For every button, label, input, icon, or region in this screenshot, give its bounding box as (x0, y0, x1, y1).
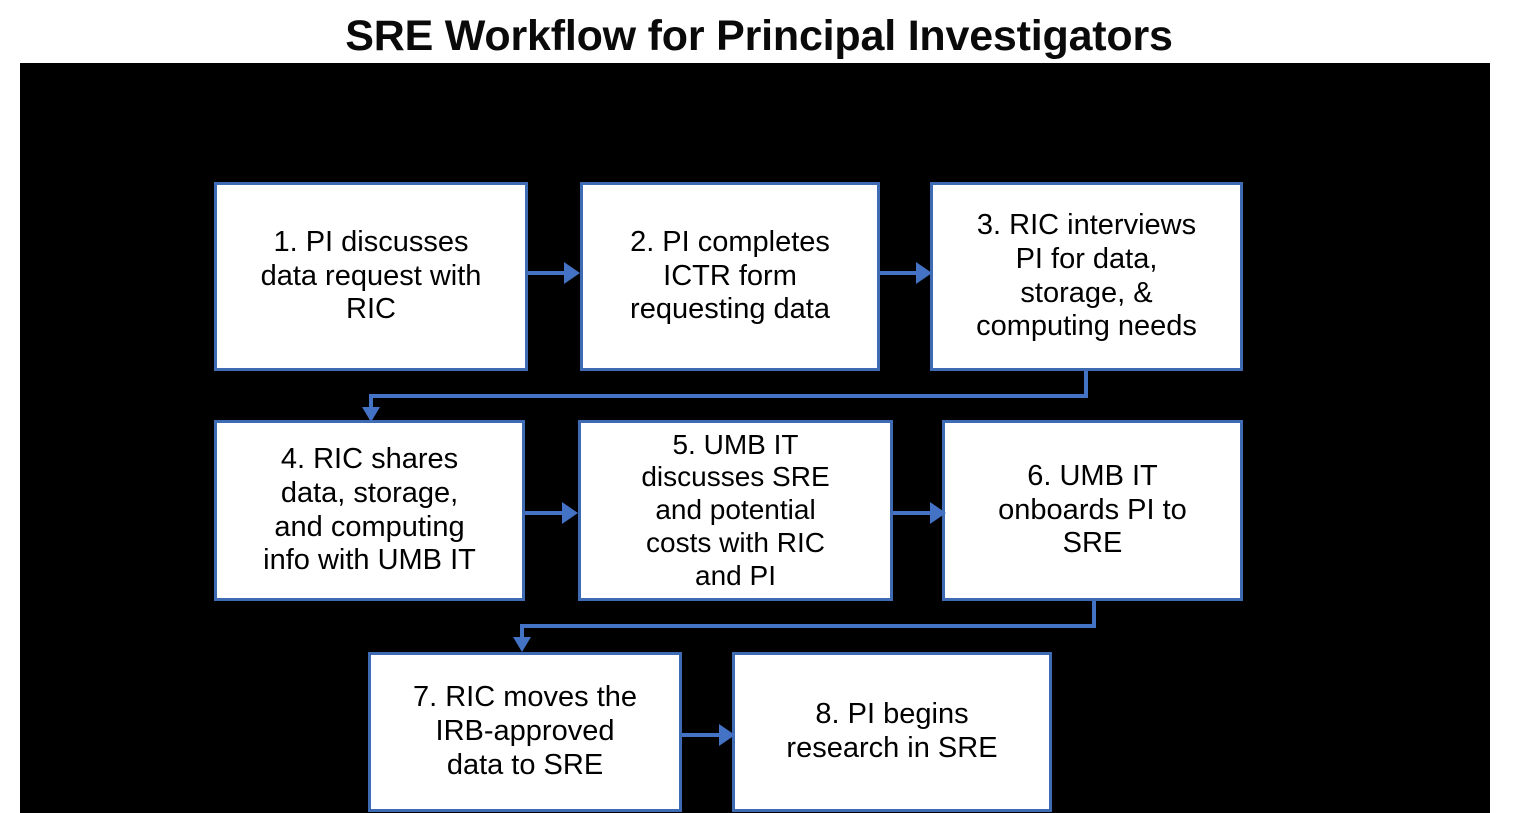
flow-node-7[interactable]: 7. RIC moves the IRB-approved data to SR… (368, 652, 682, 812)
flow-node-5-label: 5. UMB IT discusses SRE and potential co… (641, 428, 830, 591)
edge-6-to-7-arrowhead (513, 637, 531, 652)
edge-4-to-5-arrowhead (562, 502, 578, 524)
flow-node-5[interactable]: 5. UMB IT discusses SRE and potential co… (578, 420, 893, 601)
flow-node-8-label: 8. PI begins research in SRE (786, 698, 998, 764)
edge-2-to-3-arrowhead (916, 262, 932, 284)
page-title: SRE Workflow for Principal Investigators (0, 0, 1518, 63)
flow-node-4-label: 4. RIC shares data, storage, and computi… (263, 442, 476, 577)
edge-7-to-8-arrowhead (719, 724, 735, 746)
edge-6-to-7-segment-down (1092, 601, 1096, 628)
edge-3-to-4-segment-left (369, 394, 1088, 398)
edge-1-to-2-arrowhead (564, 262, 580, 284)
flow-node-3-label: 3. RIC interviews PI for data, storage, … (976, 208, 1197, 343)
flow-node-2[interactable]: 2. PI completes ICTR form requesting dat… (580, 182, 880, 371)
flow-node-1[interactable]: 1. PI discusses data request with RIC (214, 182, 528, 371)
flow-node-6[interactable]: 6. UMB IT onboards PI to SRE (942, 420, 1243, 601)
edge-5-to-6-arrowhead (930, 502, 946, 524)
edge-3-to-4-arrowhead (362, 407, 380, 422)
edge-2-to-3 (880, 271, 920, 275)
flow-node-3[interactable]: 3. RIC interviews PI for data, storage, … (930, 182, 1243, 371)
flow-node-8[interactable]: 8. PI begins research in SRE (732, 652, 1052, 812)
flow-node-1-label: 1. PI discusses data request with RIC (260, 225, 482, 326)
flow-node-2-label: 2. PI completes ICTR form requesting dat… (630, 225, 830, 326)
edge-7-to-8 (682, 733, 724, 737)
flow-node-6-label: 6. UMB IT onboards PI to SRE (998, 459, 1187, 560)
edge-3-to-4-segment-drop (369, 394, 373, 418)
edge-6-to-7-segment-left (520, 624, 1096, 628)
edge-4-to-5 (525, 511, 567, 515)
edge-5-to-6 (893, 511, 935, 515)
edge-1-to-2 (528, 271, 568, 275)
edge-3-to-4-segment-down (1084, 371, 1088, 398)
page-title-text: SRE Workflow for Principal Investigators (345, 12, 1173, 60)
flow-node-4[interactable]: 4. RIC shares data, storage, and computi… (214, 420, 525, 601)
flow-node-7-label: 7. RIC moves the IRB-approved data to SR… (412, 681, 638, 781)
edge-6-to-7-segment-drop (520, 624, 524, 648)
